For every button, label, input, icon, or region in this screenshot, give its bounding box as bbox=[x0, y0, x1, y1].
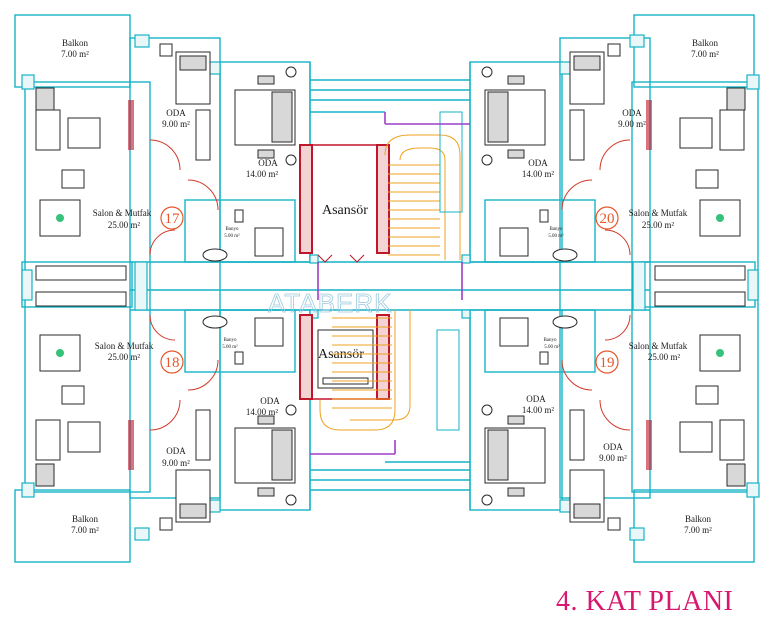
oda-a-area: 9.00 m² bbox=[162, 119, 190, 129]
salon-label: Salon & Mutfak bbox=[93, 208, 152, 218]
salon-area: 25.00 m² bbox=[648, 352, 681, 362]
banyo-area: 5.00 m² bbox=[224, 233, 240, 239]
elevator-label-top: Asansör bbox=[322, 203, 368, 218]
svg-text:20: 20 bbox=[600, 211, 615, 227]
living-furniture bbox=[35, 87, 746, 487]
balkon-area: 7.00 m² bbox=[61, 49, 89, 59]
beds-small bbox=[128, 43, 652, 531]
salon-area: 25.00 m² bbox=[642, 220, 675, 230]
balkon-label: Balkon bbox=[62, 38, 88, 48]
svg-text:18: 18 bbox=[165, 355, 180, 371]
unit-18-marker: 18 bbox=[160, 350, 184, 374]
salon-label: Salon & Mutfak bbox=[629, 341, 688, 351]
salon-area: 25.00 m² bbox=[108, 220, 141, 230]
balkon-label: Balkon bbox=[692, 38, 718, 48]
unit-17-marker: 17 bbox=[160, 206, 184, 230]
unit-20-labels: Balkon 7.00 m² ODA 9.00 m² ODA 14.00 m² … bbox=[522, 38, 719, 239]
stairwell-bottom bbox=[319, 310, 460, 431]
oda-a-label: ODA bbox=[603, 442, 623, 452]
oda-b-label: ODA bbox=[526, 394, 546, 404]
oda-b-label: ODA bbox=[260, 396, 280, 406]
banyo-fixtures bbox=[184, 199, 596, 373]
oda-b-label: ODA bbox=[528, 158, 548, 168]
unit-18-labels: Balkon 7.00 m² ODA 9.00 m² ODA 14.00 m² … bbox=[71, 338, 280, 535]
oda-a-label: ODA bbox=[166, 108, 186, 118]
svg-text:17: 17 bbox=[165, 211, 181, 227]
oda-b-label: ODA bbox=[258, 158, 278, 168]
svg-text:19: 19 bbox=[600, 355, 615, 371]
oda-b-area: 14.00 m² bbox=[522, 169, 555, 179]
unit-20-marker: 20 bbox=[595, 206, 619, 230]
salon-label: Salon & Mutfak bbox=[95, 341, 154, 351]
oda-b-area: 14.00 m² bbox=[246, 169, 279, 179]
elevator-shaft-top bbox=[299, 144, 390, 263]
banyo-label: Banyo bbox=[225, 227, 239, 232]
oda-b-area: 14.00 m² bbox=[522, 405, 555, 415]
oda-a-area: 9.00 m² bbox=[618, 119, 646, 129]
stairwell-top bbox=[384, 111, 463, 260]
handrail bbox=[310, 112, 470, 455]
oda-a-area: 9.00 m² bbox=[599, 453, 627, 463]
oda-a-area: 9.00 m² bbox=[162, 458, 190, 468]
banyo-area: 5.00 m² bbox=[548, 233, 564, 239]
oda-b-area: 14.00 m² bbox=[246, 407, 279, 417]
unit-19-labels: Balkon 7.00 m² ODA 9.00 m² ODA 14.00 m² … bbox=[522, 338, 712, 535]
salon-label: Salon & Mutfak bbox=[629, 208, 688, 218]
oda-a-label: ODA bbox=[166, 446, 186, 456]
watermark: ATABERK bbox=[268, 288, 393, 318]
oda-a-label: ODA bbox=[622, 108, 642, 118]
unit-17-labels: Balkon 7.00 m² ODA 9.00 m² ODA 14.00 m² … bbox=[61, 38, 278, 239]
salon-area: 25.00 m² bbox=[108, 352, 141, 362]
banyo-area: 5.00 m² bbox=[222, 344, 238, 350]
balkon-label: Balkon bbox=[685, 514, 711, 524]
balkon-label: Balkon bbox=[72, 514, 98, 524]
door-swings bbox=[149, 139, 631, 431]
banyo-label: Banyo bbox=[223, 338, 237, 343]
beds-large bbox=[234, 66, 546, 506]
floor-plan-title: 4. KAT PLANI bbox=[556, 586, 734, 617]
banyo-area: 5.00 m² bbox=[544, 344, 560, 350]
banyo-label: Banyo bbox=[543, 338, 557, 343]
banyo-label: Banyo bbox=[549, 227, 563, 232]
balkon-area: 7.00 m² bbox=[691, 49, 719, 59]
unit-19-marker: 19 bbox=[595, 350, 619, 374]
balkon-area: 7.00 m² bbox=[71, 525, 99, 535]
balkon-area: 7.00 m² bbox=[684, 525, 712, 535]
wall-columns bbox=[21, 34, 760, 541]
